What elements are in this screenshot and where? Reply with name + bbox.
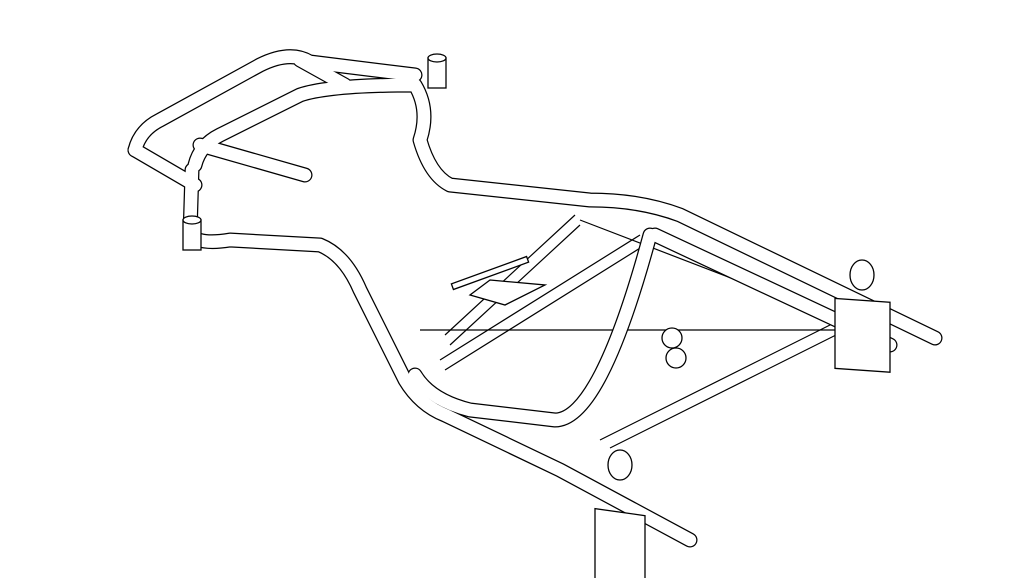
- brackets-and-plates: [182, 53, 891, 578]
- thin-cross-members: [420, 214, 851, 449]
- frame-tubes: [127, 49, 943, 548]
